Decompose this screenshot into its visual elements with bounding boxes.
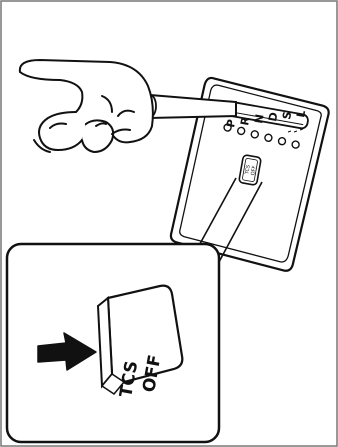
gear-shift-hand-icon [20, 60, 153, 152]
tcs-off-switch-small: TCS OFF [239, 155, 262, 186]
zoom-detail-box: TCS OFF [7, 244, 219, 442]
